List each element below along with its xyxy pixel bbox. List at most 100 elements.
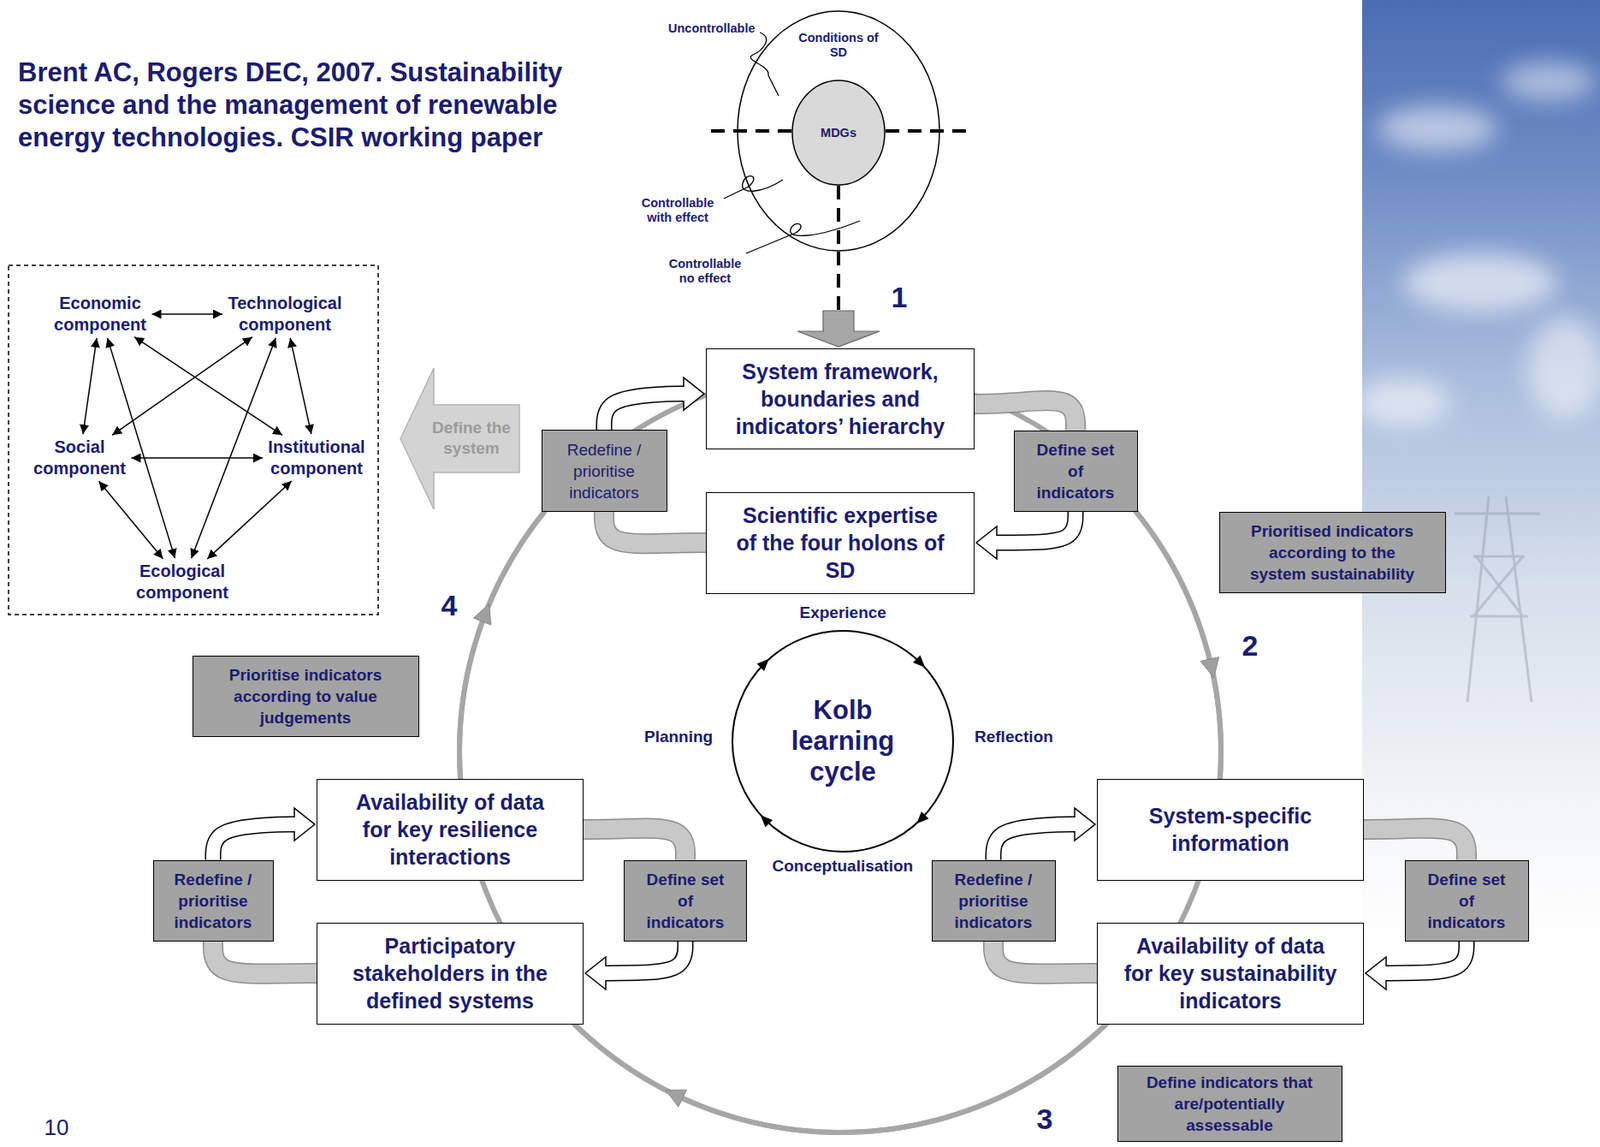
relation-arrow <box>152 313 224 315</box>
process-box: Scientific expertise of the four holons … <box>705 491 975 594</box>
band-outline <box>974 400 1076 431</box>
connector-band <box>213 941 317 974</box>
cycle-outline <box>732 630 954 852</box>
note-box: Define indicators that are/potentially a… <box>1117 1065 1343 1142</box>
ellipse-outline <box>737 11 940 251</box>
annotation-label: Reflection <box>974 727 1054 747</box>
callout-number: 1 <box>891 280 908 315</box>
connector-band <box>1363 828 1467 860</box>
node-text: Availability of data for key resilience … <box>340 788 560 871</box>
block-arrow <box>797 310 880 347</box>
node-text: Define set of indicators <box>1424 868 1510 933</box>
connector-line <box>191 337 277 558</box>
cycle-arrowhead <box>912 655 925 668</box>
annotation-label: Uncontrollable <box>668 21 756 36</box>
hollow-arrowhead <box>1365 956 1387 990</box>
annotation-label: Experience <box>800 603 887 623</box>
node-text: Technological component <box>225 292 345 336</box>
cycle-arc <box>459 512 544 778</box>
hollow-arrowhead <box>585 956 606 990</box>
node-text: Conditions of SD <box>795 30 882 60</box>
cloud <box>1501 62 1596 101</box>
connector-band <box>604 511 706 544</box>
connector-hollow <box>1365 941 1467 990</box>
connector-line <box>290 337 312 434</box>
hollow-arrow-fill <box>213 823 297 860</box>
hollow-arrow-fill <box>994 511 1076 544</box>
hollow-arrow-fill <box>1383 941 1467 974</box>
label-holder: 4 <box>441 588 458 623</box>
note-box: Redefine / prioritise indicators <box>541 429 668 512</box>
system-frame <box>8 265 379 615</box>
process-box: Participatory stakeholders in the define… <box>316 922 584 1025</box>
connector-arc <box>574 1024 1106 1132</box>
cycle-arrowhead <box>665 1089 688 1107</box>
hollow-arrowhead <box>976 526 997 559</box>
note-box: Define set of indicators <box>623 859 747 942</box>
relation-arrow <box>99 480 164 558</box>
citation-title: Brent AC, Rogers DEC, 2007. Sustainabili… <box>17 56 617 155</box>
connector-band <box>993 941 1097 974</box>
note-box: Prioritised indicators according to the … <box>1219 511 1446 593</box>
cloud <box>1377 106 1498 151</box>
node-text: Ecological component <box>133 560 232 604</box>
conditions-ellipse: Conditions of SD MDGs <box>736 10 941 252</box>
band-outline <box>213 941 317 974</box>
band-fill <box>993 941 1097 974</box>
connector-hollow <box>604 377 705 430</box>
node-text: Redefine / prioritise indicators <box>172 868 255 933</box>
component-node: Ecological component <box>133 560 232 604</box>
callout-number: 4 <box>441 588 458 623</box>
callout-number: 2 <box>1242 628 1259 663</box>
relation-arrow <box>107 337 176 558</box>
label-holder: 1 <box>891 280 908 315</box>
process-box: Availability of data for key resilience … <box>316 778 584 881</box>
annotation-label: Conceptualisation <box>772 856 914 876</box>
band-fill <box>213 941 317 974</box>
label-holder: Uncontrollable <box>668 21 756 36</box>
note-box: Define set of indicators <box>1404 859 1529 942</box>
sky-photo <box>1362 0 1600 942</box>
note-box: Define set of indicators <box>1013 430 1138 512</box>
process-box: System framework, boundaries and indicat… <box>705 348 975 450</box>
node-text: Define indicators that are/potentially a… <box>1141 1071 1319 1136</box>
node-text: MDGs <box>820 125 857 141</box>
node-text: Institutional component <box>265 436 368 480</box>
hollow-arrow-fill <box>993 823 1078 860</box>
hollow-arrowhead <box>1074 807 1096 841</box>
connector-band <box>974 400 1076 431</box>
title-holder: Brent AC, Rogers DEC, 2007. Sustainabili… <box>17 56 617 155</box>
block-arrow-shape <box>400 367 520 510</box>
sky-gradient <box>1362 0 1600 942</box>
connector-hollow <box>976 511 1076 560</box>
hollow-arrowhead <box>683 377 705 410</box>
component-node: Social component <box>30 436 130 480</box>
hollow-arrow-fill <box>604 393 687 430</box>
component-node: Institutional component <box>265 436 368 480</box>
node-outline <box>399 367 521 510</box>
tower-silhouette <box>1454 496 1541 702</box>
connector-line <box>131 457 264 459</box>
mdg-ellipse: MDGs <box>791 79 886 186</box>
cycle-arc <box>1136 511 1221 778</box>
band-outline <box>993 941 1097 974</box>
cycle-arrowhead <box>1200 657 1219 678</box>
cycle-arrowhead <box>757 658 770 671</box>
node-text: Define set of indicators <box>1033 438 1119 504</box>
band-outline <box>604 511 706 544</box>
node-text: Redefine / prioritise indicators <box>951 868 1037 933</box>
tower-lattice <box>1454 496 1541 702</box>
label-holder: 2 <box>1242 628 1259 663</box>
annotation-label: Planning <box>644 727 713 747</box>
node-text: Prioritise indicators according to value… <box>216 663 396 729</box>
band-fill <box>1363 828 1467 860</box>
node-text: Economic component <box>51 292 150 336</box>
node-text: Kolb learning cycle <box>774 694 912 788</box>
block-arrow: Define the system <box>399 367 521 510</box>
relation-arrow <box>112 337 253 436</box>
label-holder: 3 <box>1037 1102 1054 1136</box>
dashed-link <box>836 251 841 311</box>
relation-arrow <box>134 337 283 436</box>
label-holder: Reflection <box>974 727 1054 747</box>
